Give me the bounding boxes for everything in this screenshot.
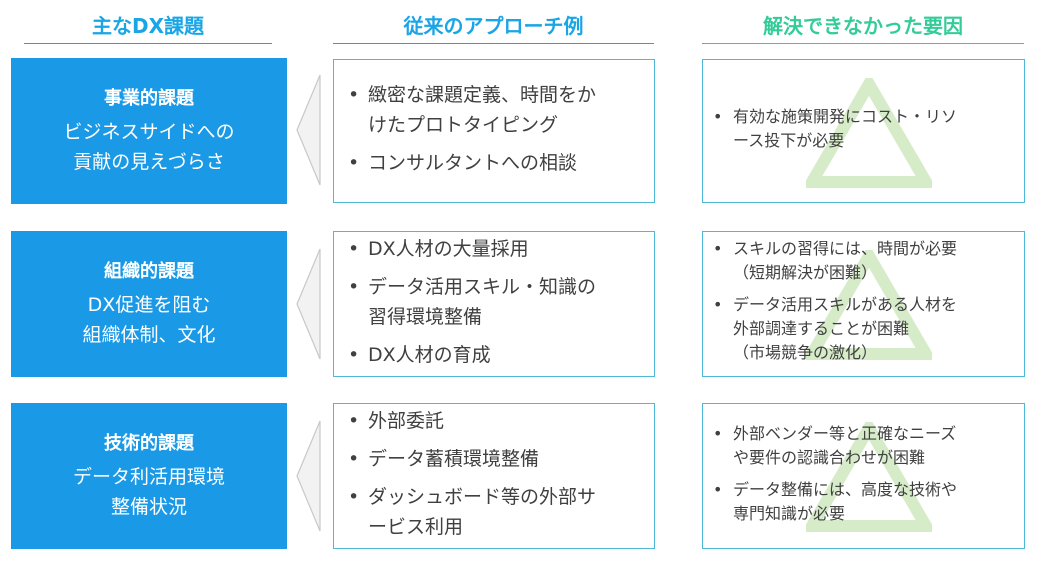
triangle-icon [806, 422, 932, 532]
approach-box-organization: • DX人材の大量採用 • データ活用スキル・知識の 習得環境整備 • DX人材… [333, 231, 655, 377]
cause-item: • データ活用スキルがある人材を 外部調達することが困難 （市場競争の激化） [713, 293, 1014, 365]
cause-box-technology: • 外部ベンダー等と正確なニーズ や要件の認識合わせが困難 • データ整備には、… [702, 403, 1025, 549]
issue-box-organization: 組織的課題 DX促進を阻む 組織体制、文化 [11, 231, 287, 377]
approach-item: • データ活用スキル・知識の 習得環境整備 [348, 272, 646, 332]
triangle-icon [806, 250, 932, 360]
approach-item: • データ蓄積環境整備 [348, 444, 646, 474]
bullet: • [348, 238, 360, 260]
approach-item: • ダッシュボード等の外部サ ービス利用 [348, 482, 646, 542]
cause-item: • 外部ベンダー等と正確なニーズ や要件の認識合わせが困難 [713, 422, 1014, 470]
issue-title: 技術的課題 [104, 433, 194, 454]
issue-subtitle-line: 整備状況 [110, 496, 187, 518]
issue-subtitle-line: DX促進を阻む [87, 294, 211, 316]
issue-subtitle-line: 貢献の見えづらさ [73, 151, 225, 173]
cause-line: や要件の認識合わせが困難 [733, 448, 926, 467]
bullet: • [713, 295, 723, 314]
issue-box-technology: 技術的課題 データ利活用環境 整備状況 [11, 403, 287, 549]
issue-subtitle-line: データ利活用環境 [72, 466, 225, 488]
header-causes: 解決できなかった要因 [702, 6, 1024, 44]
approach-box-technology: • 外部委託 • データ蓄積環境整備 • ダッシュボード等の外部サ ービス利用 [333, 403, 655, 549]
chevron-left-icon [296, 248, 321, 360]
approach-item: • コンサルタントへの相談 [348, 148, 646, 178]
issue-subtitle-line: 組織体制、文化 [82, 324, 216, 346]
approach-item: • 外部委託 [348, 406, 646, 436]
issue-title: 組織的課題 [104, 261, 194, 282]
approach-line: データ活用スキル・知識の [368, 276, 597, 298]
bullet: • [348, 344, 360, 366]
cause-line: 専門知識が必要 [733, 504, 846, 523]
approach-line: DX人材の育成 [368, 344, 491, 366]
approach-line: DX人材の大量採用 [368, 238, 529, 260]
issue-title: 事業的課題 [104, 88, 194, 109]
chevron-left-icon [296, 420, 321, 532]
cause-line: ース投下が必要 [733, 131, 845, 150]
chevron-left-icon [296, 74, 321, 186]
cause-box-organization: • スキルの習得には、時間が必要 （短期解決が困難） • データ活用スキルがある… [702, 231, 1025, 377]
bullet: • [348, 448, 360, 470]
cause-box-business: • 有効な施策開発にコスト・リソ ース投下が必要 [702, 59, 1025, 203]
triangle-icon [806, 78, 932, 188]
header-approaches: 従来のアプローチ例 [333, 6, 654, 44]
approach-line: データ蓄積環境整備 [368, 448, 540, 470]
approach-line: コンサルタントへの相談 [368, 152, 578, 174]
header-issues: 主なDX課題 [24, 6, 272, 44]
cause-line: 外部ベンダー等と正確なニーズ [733, 424, 957, 443]
bullet: • [713, 480, 723, 499]
approach-line: 緻密な課題定義、時間をか [368, 84, 597, 106]
bullet: • [348, 410, 360, 432]
approach-line: 外部委託 [368, 410, 445, 432]
approach-line: ダッシュボード等の外部サ [368, 486, 597, 508]
approach-line: ービス利用 [368, 516, 464, 538]
issue-subtitle-line: ビジネスサイドへの [63, 121, 235, 143]
cause-item: • 有効な施策開発にコスト・リソ ース投下が必要 [713, 105, 1014, 153]
cause-line: データ整備には、高度な技術や [733, 480, 958, 499]
approach-box-business: • 緻密な課題定義、時間をか けたプロトタイピング • コンサルタントへの相談 [333, 59, 655, 203]
cause-line: 有効な施策開発にコスト・リソ [733, 107, 958, 126]
cause-line: 外部調達することが困難 [733, 319, 910, 338]
approach-item: • DX人材の大量採用 [348, 234, 646, 264]
cause-line: データ活用スキルがある人材を [733, 295, 958, 314]
bullet: • [348, 486, 360, 508]
cause-line: （市場競争の激化） [733, 343, 878, 362]
issue-box-business: 事業的課題 ビジネスサイドへの 貢献の見えづらさ [11, 58, 287, 204]
approach-line: けたプロトタイピング [368, 114, 559, 136]
cause-item: • スキルの習得には、時間が必要 （短期解決が困難） [713, 237, 1014, 285]
bullet: • [348, 152, 360, 174]
cause-line: スキルの習得には、時間が必要 [733, 239, 958, 258]
bullet: • [713, 424, 723, 443]
cause-item: • データ整備には、高度な技術や 専門知識が必要 [713, 478, 1014, 526]
bullet: • [348, 276, 360, 298]
approach-item: • 緻密な課題定義、時間をか けたプロトタイピング [348, 80, 646, 140]
approach-item: • DX人材の育成 [348, 340, 646, 370]
bullet: • [713, 107, 723, 126]
cause-line: （短期解決が困難） [733, 263, 878, 282]
bullet: • [713, 239, 723, 258]
bullet: • [348, 84, 360, 106]
approach-line: 習得環境整備 [368, 306, 483, 328]
